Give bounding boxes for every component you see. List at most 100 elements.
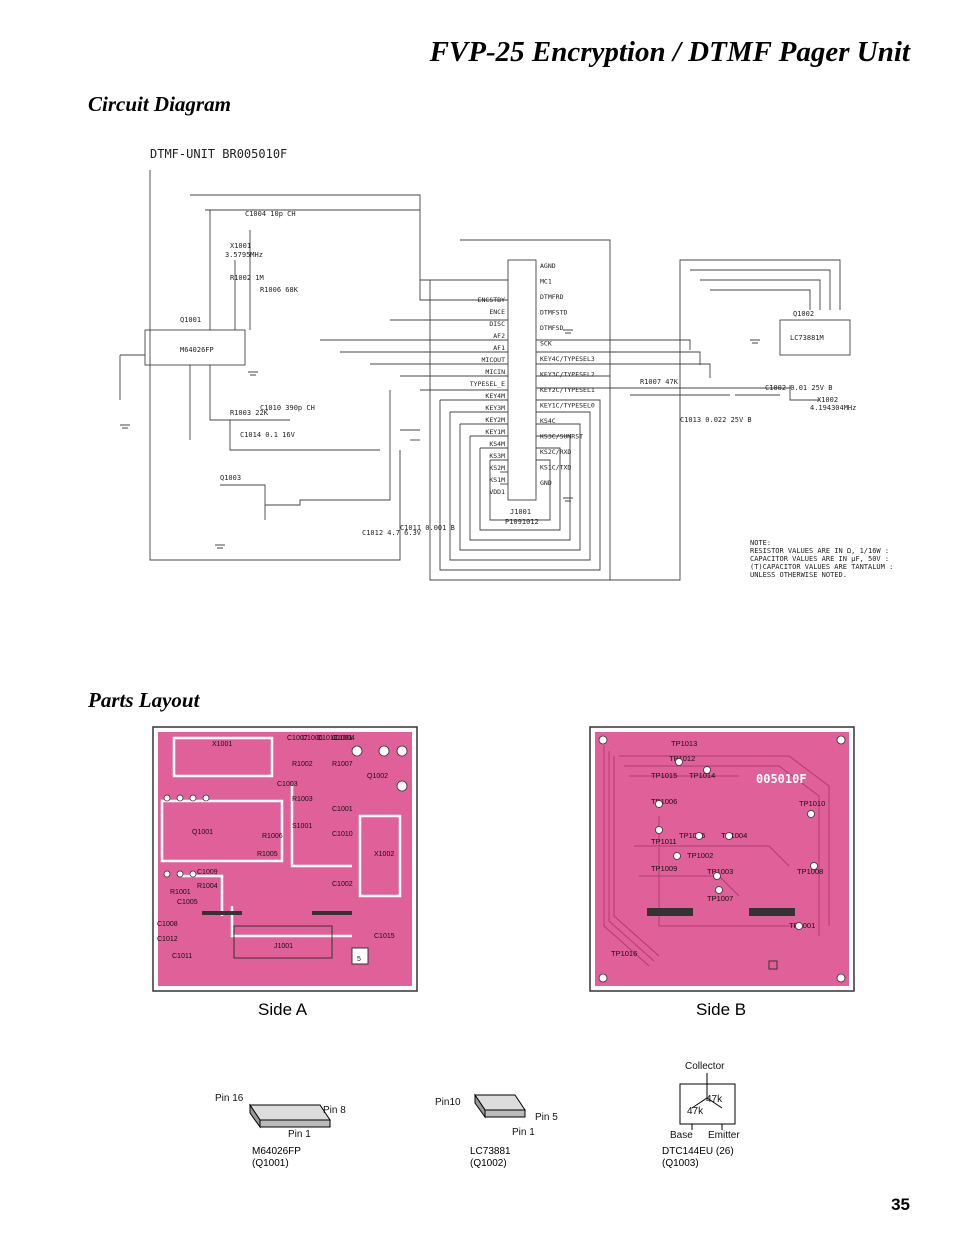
package-lc73881: Pin10 Pin 5 Pin 1 xyxy=(435,1093,558,1138)
connector-pin-right: GND xyxy=(540,479,552,487)
emitter-label: Emitter xyxy=(708,1130,740,1141)
connector-pin-right: KS2C/RXD xyxy=(540,448,571,456)
schematic-note-line: CAPACITOR VALUES ARE IN µF, 50V : xyxy=(750,555,889,563)
board-b-testpoint: TP1003 xyxy=(707,867,733,876)
board-b-testpoint: TP1006 xyxy=(651,797,677,806)
board-b-testpoint: TP1013 xyxy=(671,739,697,748)
board-a-ref: R1001 xyxy=(170,889,191,896)
board-a-ref: C1010 xyxy=(332,831,353,838)
j1001-part: P1091012 xyxy=(505,518,539,526)
pin1-label-b: Pin 1 xyxy=(512,1127,535,1138)
board-b-testpoint: TP1015 xyxy=(651,771,677,780)
board-a-ref: S1001 xyxy=(292,823,312,830)
board-a-ref: C1013 xyxy=(317,735,338,742)
board-a-ref: 5 xyxy=(357,956,361,963)
board-a-ref: C1015 xyxy=(374,933,395,940)
connector-pin-left: AF2 xyxy=(493,332,505,340)
r1007-label: R1007 47K xyxy=(640,378,679,386)
package-caption-b: LC73881 (Q1002) xyxy=(470,1146,511,1170)
board-a-ref: R1002 xyxy=(292,761,313,768)
board-b-testpoint: TP1007 xyxy=(707,894,733,903)
board-a-ref: C1006 xyxy=(302,735,323,742)
pin8-label: Pin 8 xyxy=(323,1105,346,1116)
c1004-label: C1004 10p CH xyxy=(245,210,296,218)
package-part-b: LC73881 xyxy=(470,1146,511,1157)
connector-pin-left: ENCSTBY xyxy=(478,296,505,304)
board-a-ref: C1001 xyxy=(332,806,353,813)
r2-label: 47k xyxy=(687,1106,704,1117)
package-ref-a: (Q1001) xyxy=(252,1158,289,1169)
pin16-label: Pin 16 xyxy=(215,1093,244,1104)
connector-pin-left: KEY3M xyxy=(485,404,505,412)
board-b-testpoint: TP1009 xyxy=(651,864,677,873)
package-m64026fp: Pin 16 Pin 8 Pin 1 xyxy=(215,1093,346,1140)
connector-pin-right: AGND xyxy=(540,262,556,270)
page-title: FVP-25 Encryption / DTMF Pager Unit xyxy=(429,36,910,68)
circuit-diagram: DTMF-UNIT BR005010F Q1001 M64026FP Q1002… xyxy=(119,147,893,581)
pin1-label-a: Pin 1 xyxy=(288,1129,311,1140)
q1002-label: Q1002 xyxy=(793,310,814,318)
schematic-note-line: UNLESS OTHERWISE NOTED. xyxy=(750,571,847,579)
x1002-label: X1002 xyxy=(817,396,838,404)
board-a-ref: C1007 xyxy=(287,735,308,742)
connector-pin-left: MICOUT xyxy=(482,356,506,364)
board-b-code: 005010F xyxy=(756,772,807,786)
c1013-label: C1013 0.022 25V B xyxy=(680,416,752,424)
connector-pin-right: KEY2C/TYPESEL1 xyxy=(540,386,595,394)
board-a-ref: C1005 xyxy=(177,899,198,906)
board-a-ref: R1007 xyxy=(332,761,353,768)
board-b-testpoint: TP1012 xyxy=(669,754,695,763)
board-a-ref: J1001 xyxy=(274,943,293,950)
board-a-ref: C1008 xyxy=(157,921,178,928)
connector-pin-left: KS1M xyxy=(489,476,505,484)
connector-pin-left: KS2M xyxy=(489,464,505,472)
connector-pin-right: KEY3C/TYPESEL2 xyxy=(540,371,595,379)
board-a-ref: C1003 xyxy=(277,781,298,788)
board-b-testpoint: TP1016 xyxy=(611,949,637,958)
connector-pin-right: DTMFRD xyxy=(540,293,564,301)
package-part-c: DTC144EU (26) xyxy=(662,1146,734,1157)
connector-pin-left: KEY1M xyxy=(485,428,505,436)
connector-pin-left: KS3M xyxy=(489,452,505,460)
board-a-ref: C1002 xyxy=(332,881,353,888)
base-label: Base xyxy=(670,1130,693,1141)
side-b-label: Side B xyxy=(696,1000,747,1019)
board-a-ref: C1011 xyxy=(172,953,192,960)
connector-pin-left: ENCE xyxy=(489,308,505,316)
board-a-ref: X1001 xyxy=(212,741,232,748)
board-b-testpoint: TP1005 xyxy=(679,831,705,840)
connector-pin-left: AF1 xyxy=(493,344,505,352)
section-heading-parts: Parts Layout xyxy=(88,688,200,712)
connector-pin-left: MICIN xyxy=(485,368,505,376)
connector-pin-right: MC1 xyxy=(540,278,552,286)
board-a-ref: C1009 xyxy=(197,869,218,876)
board-a-ref: R1005 xyxy=(257,851,278,858)
x1002-freq: 4.194304MHz xyxy=(810,404,856,412)
connector-pin-left: KS4M xyxy=(489,440,505,448)
package-ref-c: (Q1003) xyxy=(662,1158,699,1169)
connector-pin-right: KS1C/TXD xyxy=(540,464,571,472)
board-a-ref: Q1001 xyxy=(192,829,213,836)
c1010-label: C1010 390p CH xyxy=(260,404,315,412)
package-ref-b: (Q1002) xyxy=(470,1158,507,1169)
schematic-note-line: RESISTOR VALUES ARE IN Ω, 1/16W : xyxy=(750,547,889,555)
r1002-label: R1002 1M xyxy=(230,274,264,282)
c1012-label: C1012 4.7 6.3V xyxy=(362,529,422,537)
connector-pin-left: KEY4M xyxy=(485,392,505,400)
schematic-note-line: (T)CAPACITOR VALUES ARE TANTALUM : xyxy=(750,563,893,571)
board-a-ref: R1003 xyxy=(292,796,313,803)
board-b-testpoint: TP1010 xyxy=(799,799,825,808)
x1001-freq: 3.5795MHz xyxy=(225,251,263,259)
board-b-testpoint: TP1002 xyxy=(687,851,713,860)
package-part-a: M64026FP xyxy=(252,1146,301,1157)
r1006-label: R1006 68K xyxy=(260,286,299,294)
board-a-ref: C1004 xyxy=(334,735,355,742)
board-b-testpoint: TP1011 xyxy=(651,837,677,846)
connector-pin-right: DTMFSTD xyxy=(540,309,567,317)
package-caption-c: DTC144EU (26) (Q1003) xyxy=(662,1146,734,1170)
board-a-ref: R1004 xyxy=(197,883,218,890)
j1001-label: J1001 xyxy=(510,508,531,516)
pin10-label: Pin10 xyxy=(435,1097,461,1108)
